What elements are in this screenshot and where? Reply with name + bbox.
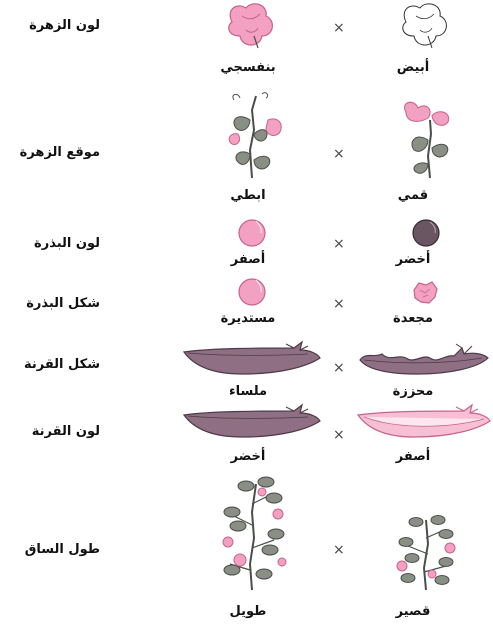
axial-flower-plant-icon — [222, 90, 287, 180]
cross-symbol: × — [333, 296, 345, 312]
cross-symbol: × — [333, 360, 345, 376]
left-variant-label: مستديرة — [203, 311, 293, 326]
purple-flower-icon — [224, 2, 279, 50]
left-variant-label: أخضر — [203, 449, 293, 464]
left-variant-label: ملساء — [203, 384, 293, 399]
right-variant-label: قمي — [368, 188, 458, 203]
right-variant-label: محززة — [368, 384, 458, 399]
trait-label: موقع الزهرة — [8, 145, 100, 160]
left-variant-label: طويل — [203, 604, 293, 619]
short-plant-icon — [392, 514, 460, 592]
trait-label: شكل القرنة — [8, 357, 100, 372]
tall-plant-icon — [216, 474, 296, 592]
green-seed-icon — [410, 217, 442, 249]
cross-symbol: × — [333, 427, 345, 443]
wrinkled-seed-icon — [410, 280, 440, 306]
left-variant-label: بنفسجي — [203, 60, 293, 75]
cross-symbol: × — [333, 236, 345, 252]
trait-label: شكل البذرة — [8, 296, 100, 311]
trait-label: لون البذرة — [8, 236, 100, 251]
right-variant-label: قصير — [368, 604, 458, 619]
right-variant-label: أخضر — [368, 252, 458, 267]
trait-label: طول الساق — [8, 542, 100, 557]
constricted-pod-icon — [358, 338, 490, 382]
cross-symbol: × — [333, 20, 345, 36]
left-variant-label: أصفر — [203, 252, 293, 267]
cross-symbol: × — [333, 146, 345, 162]
yellow-seed-icon — [236, 217, 268, 249]
yellow-pod-icon — [356, 403, 492, 443]
white-flower-icon — [398, 2, 456, 50]
left-variant-label: ابطي — [203, 188, 293, 203]
right-variant-label: أبيض — [368, 60, 458, 75]
right-variant-label: أصفر — [368, 449, 458, 464]
terminal-flower-plant-icon — [398, 100, 463, 180]
trait-label: لون القرنة — [8, 424, 100, 439]
green-pod-icon — [182, 403, 322, 443]
cross-symbol: × — [333, 542, 345, 558]
smooth-pod-icon — [182, 340, 322, 380]
right-variant-label: مجعدة — [368, 311, 458, 326]
trait-label: لون الزهرة — [8, 18, 100, 33]
round-seed-icon — [236, 276, 268, 308]
